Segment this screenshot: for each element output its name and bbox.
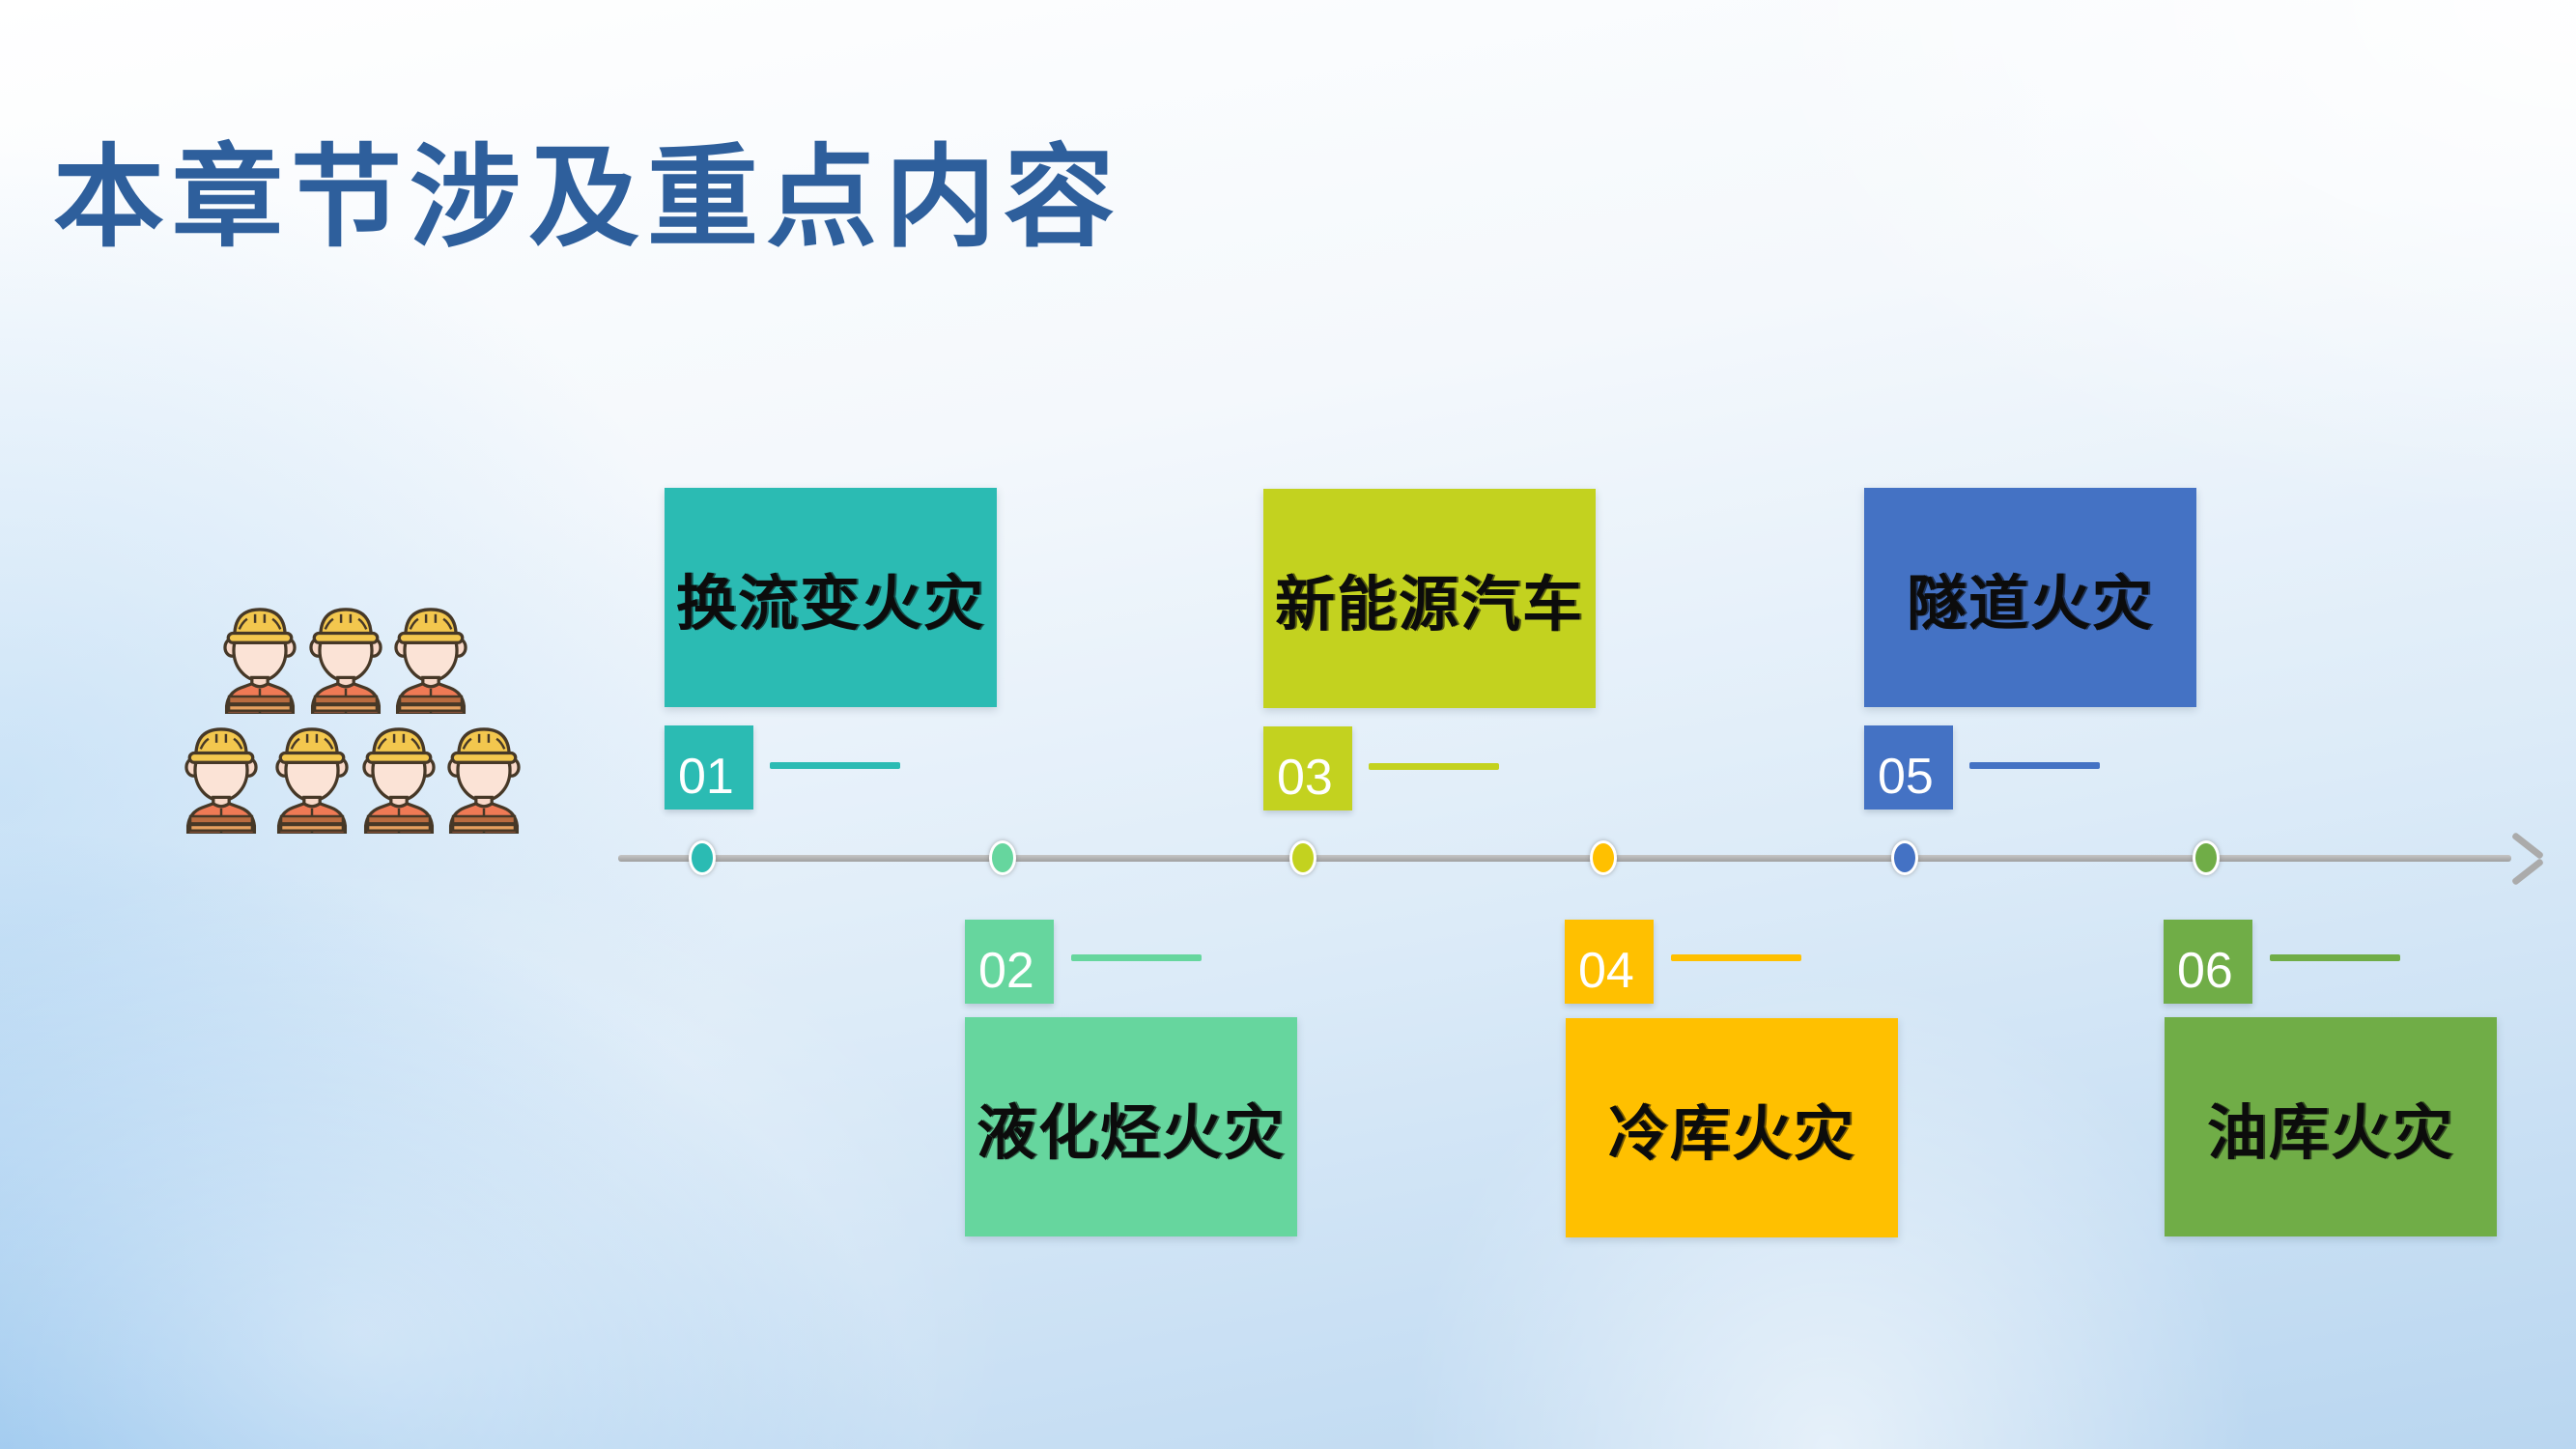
step-number-chip: 05 [1864,725,1953,810]
timeline-dot [689,840,716,875]
step-underline [770,762,900,769]
timeline-arrow-icon [2510,832,2545,860]
step-number-chip: 02 [965,920,1054,1004]
step-underline [2270,954,2400,961]
construction-workers-icon [184,608,521,834]
timeline-dot [1891,840,1918,875]
step-number-chip: 03 [1263,726,1352,810]
topic-label: 隧道火灾 [1906,570,2154,638]
step-underline [1369,763,1499,770]
topic-box-cold-storage-fire: 冷库火灾 [1566,1018,1898,1237]
timeline-dot [1289,840,1316,875]
topic-label: 油库火灾 [2206,1099,2454,1167]
topic-box-converter-transformer-fire: 换流变火灾 [665,488,997,707]
step-underline [1071,954,1202,961]
topic-label: 新能源汽车 [1274,571,1584,639]
topic-label: 换流变火灾 [675,570,985,638]
step-number-chip: 01 [665,725,753,810]
page-title: 本章节涉及重点内容 [53,136,1123,260]
topic-box-liquefied-hydrocarbon-fire: 液化烃火灾 [965,1017,1297,1236]
timeline-dot [1590,840,1617,875]
step-number-chip: 04 [1565,920,1654,1004]
topic-box-oil-depot-fire: 油库火灾 [2165,1017,2497,1236]
topic-label: 液化烃火灾 [976,1099,1286,1167]
step-underline [1969,762,2100,769]
step-number-chip: 06 [2164,920,2252,1004]
topic-label: 冷库火灾 [1607,1100,1855,1168]
step-underline [1671,954,1801,961]
timeline-dot [2193,840,2220,875]
topic-box-tunnel-fire: 隧道火灾 [1864,488,2196,707]
timeline-arrow-icon [2510,858,2545,886]
timeline-axis [618,855,2511,862]
timeline-dot [989,840,1016,875]
topic-box-new-energy-vehicle: 新能源汽车 [1263,489,1596,708]
